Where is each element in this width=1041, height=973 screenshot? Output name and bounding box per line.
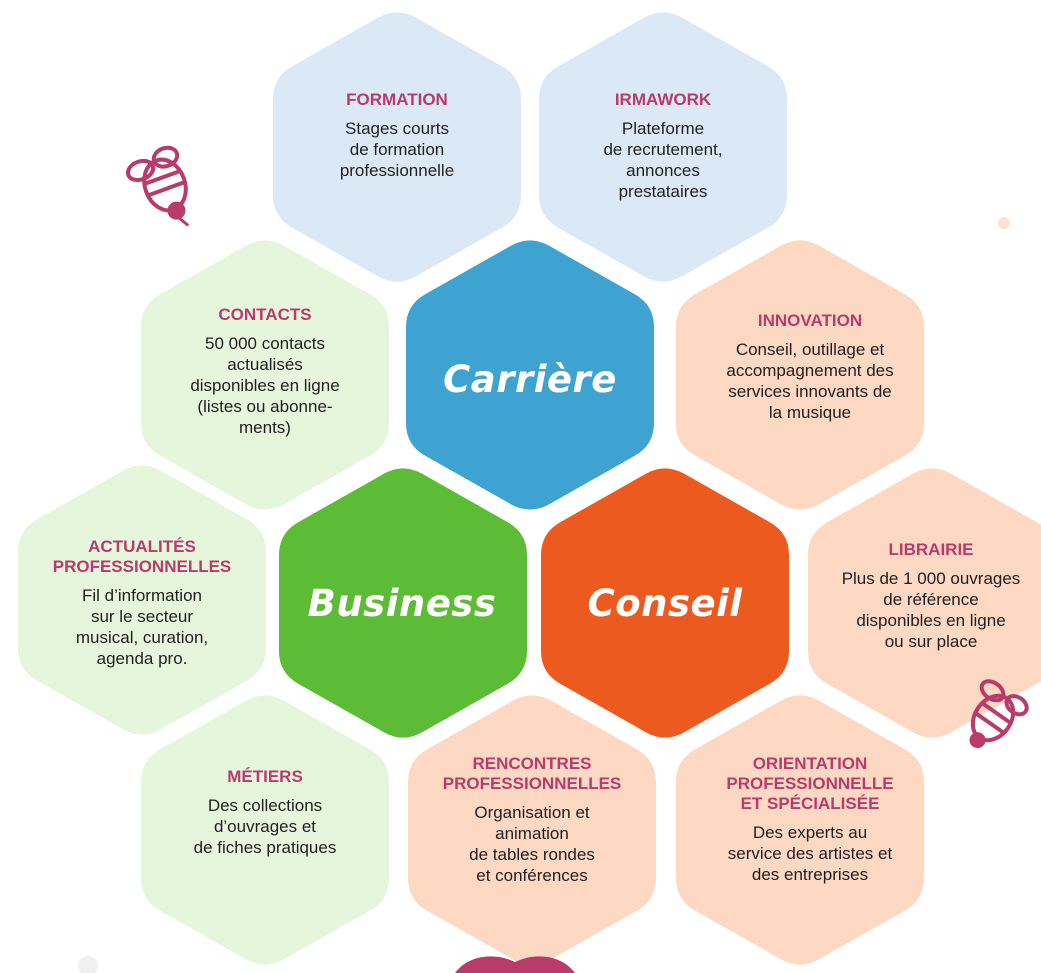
hex-shape-orientation — [676, 695, 924, 965]
hex-irmawork: IRMAWORK Plateforme de recrutement, anno… — [563, 90, 763, 202]
core-label-business: Business — [307, 582, 497, 625]
decor-dot — [998, 217, 1010, 229]
hex-title: ACTUALITÉS PROFESSIONNELLES — [52, 537, 232, 576]
core-label-conseil: Conseil — [587, 582, 743, 625]
hex-shape-contacts — [141, 240, 389, 510]
hex-shape-actualites — [18, 465, 266, 735]
hex-innovation: INNOVATION Conseil, outillage et accompa… — [710, 311, 910, 423]
hex-title: CONTACTS — [218, 305, 312, 324]
bee-icon-left — [125, 145, 190, 227]
hex-shape-formation — [273, 12, 521, 282]
hex-metiers: MÉTIERS Des collections d’ouvrages et de… — [165, 767, 365, 858]
hex-shape-business — [279, 468, 527, 738]
hex-shape-innovation — [676, 240, 924, 510]
hex-orientation: ORIENTATION PROFESSIONNELLE ET SPÉCIALIS… — [710, 754, 910, 885]
hex-fragment-bottom — [455, 956, 575, 973]
hex-description: Plateforme de recrutement, annonces pres… — [603, 119, 723, 201]
hex-contacts: CONTACTS 50 000 contacts actualisés disp… — [165, 305, 365, 438]
hex-title: LIBRAIRIE — [888, 540, 974, 559]
hex-shape-metiers — [141, 695, 389, 965]
hex-description: Fil d’information sur le secteur musical… — [75, 586, 209, 668]
hex-formation: FORMATION Stages courts de formation pro… — [297, 90, 497, 181]
hex-title: FORMATION — [346, 90, 448, 109]
hex-description: Stages courts de formation professionnel… — [339, 119, 455, 180]
hex-title: ORIENTATION PROFESSIONNELLE ET SPÉCIALIS… — [726, 754, 894, 813]
hex-description: Des experts au service des artistes et d… — [727, 823, 893, 884]
hex-shape-librairie — [808, 468, 1041, 738]
hex-shape-irmawork — [539, 12, 787, 282]
hex-rencontres: RENCONTRES PROFESSIONNELLES Organisation… — [432, 754, 632, 886]
hex-shape-rencontres — [408, 695, 656, 965]
hex-shape-conseil — [541, 468, 789, 738]
hex-description: Conseil, outillage et accompagnement des… — [726, 340, 894, 422]
hex-description: 50 000 contacts actualisés disponibles e… — [190, 334, 340, 437]
hex-librairie: LIBRAIRIE Plus de 1 000 ouvrages de réfé… — [831, 540, 1031, 652]
hex-description: Organisation et animation de tables rond… — [469, 803, 595, 885]
hex-title: INNOVATION — [757, 311, 863, 330]
bee-icon-right — [969, 679, 1029, 749]
hex-title: IRMAWORK — [614, 90, 712, 109]
hex-actualites: ACTUALITÉS PROFESSIONNELLES Fil d’inform… — [42, 537, 242, 669]
hex-description: Plus de 1 000 ouvrages de référence disp… — [841, 569, 1021, 651]
hex-title: MÉTIERS — [227, 767, 303, 786]
hex-description: Des collections d’ouvrages et de fiches … — [193, 796, 337, 857]
decor-dot — [78, 956, 98, 973]
hex-title: RENCONTRES PROFESSIONNELLES — [442, 754, 622, 793]
hex-shape-carriere — [406, 240, 654, 510]
core-label-carriere: Carrière — [443, 358, 617, 401]
